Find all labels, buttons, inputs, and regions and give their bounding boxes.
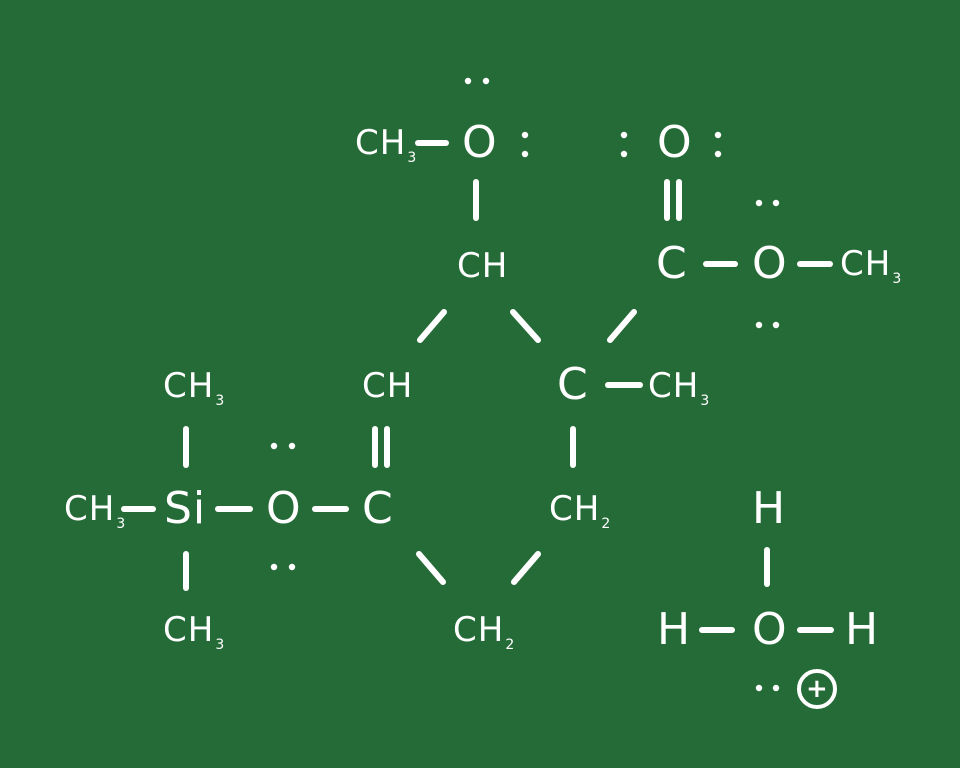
atom-o-methoxy: O bbox=[462, 117, 498, 168]
atom-ch2-ring-bottom: CH2 bbox=[453, 610, 516, 653]
lone-pair-dot bbox=[482, 77, 490, 85]
lone-pair-dot bbox=[620, 131, 628, 139]
bond-ring-bottom-right bbox=[511, 551, 541, 585]
lone-pair-dot bbox=[620, 150, 628, 158]
atom-h-water-right: H bbox=[845, 604, 880, 655]
positive-charge-sign: + bbox=[806, 674, 829, 704]
lone-pair-dot bbox=[714, 150, 722, 158]
atom-ch2-ring-right: CH2 bbox=[549, 489, 612, 532]
lone-pair-dot bbox=[521, 131, 529, 139]
atom-h-water-top: H bbox=[752, 483, 787, 534]
atom-c-ring-bottom-left: C bbox=[362, 483, 394, 534]
atom-o-silyl: O bbox=[266, 483, 302, 534]
atom-si: Si bbox=[164, 483, 207, 534]
lone-pair-dot bbox=[772, 199, 780, 207]
lone-pair-dot bbox=[772, 321, 780, 329]
lone-pair-dot bbox=[755, 199, 763, 207]
lone-pair-dot bbox=[288, 563, 296, 571]
lone-pair-dot bbox=[288, 442, 296, 450]
positive-charge-circle bbox=[797, 669, 837, 709]
bond-ring-bottom-left bbox=[416, 551, 446, 585]
atom-h-water-left: H bbox=[657, 604, 692, 655]
atom-o-carbonyl: O bbox=[657, 117, 693, 168]
lone-pair-dot bbox=[270, 563, 278, 571]
lone-pair-dot bbox=[270, 442, 278, 450]
atom-ch3-si-left: CH3 bbox=[64, 489, 127, 532]
lone-pair-dot bbox=[714, 131, 722, 139]
atom-c-ester: C bbox=[656, 238, 688, 289]
lone-pair-dot bbox=[755, 321, 763, 329]
bond-ester-ring bbox=[607, 309, 637, 343]
lone-pair-dot bbox=[464, 77, 472, 85]
atom-ch3-si-top: CH3 bbox=[163, 366, 226, 409]
lone-pair-dot bbox=[772, 684, 780, 692]
lone-pair-dot bbox=[755, 684, 763, 692]
atom-ch3-ring-right: CH3 bbox=[648, 366, 711, 409]
lone-pair-dot bbox=[521, 150, 529, 158]
atom-o-ester: O bbox=[752, 238, 788, 289]
atom-ch3-ester: CH3 bbox=[840, 244, 903, 287]
atom-ch-ring-left: CH bbox=[362, 366, 414, 406]
atom-c-ring-right: C bbox=[557, 359, 589, 410]
atom-ch3-methoxy: CH3 bbox=[355, 123, 418, 166]
bond-ring-top-left bbox=[417, 309, 447, 343]
atom-o-water: O bbox=[752, 604, 788, 655]
atom-ch-ring-top: CH bbox=[457, 246, 509, 286]
atom-ch3-si-bottom: CH3 bbox=[163, 610, 226, 653]
bond-ring-top-right bbox=[510, 309, 541, 343]
